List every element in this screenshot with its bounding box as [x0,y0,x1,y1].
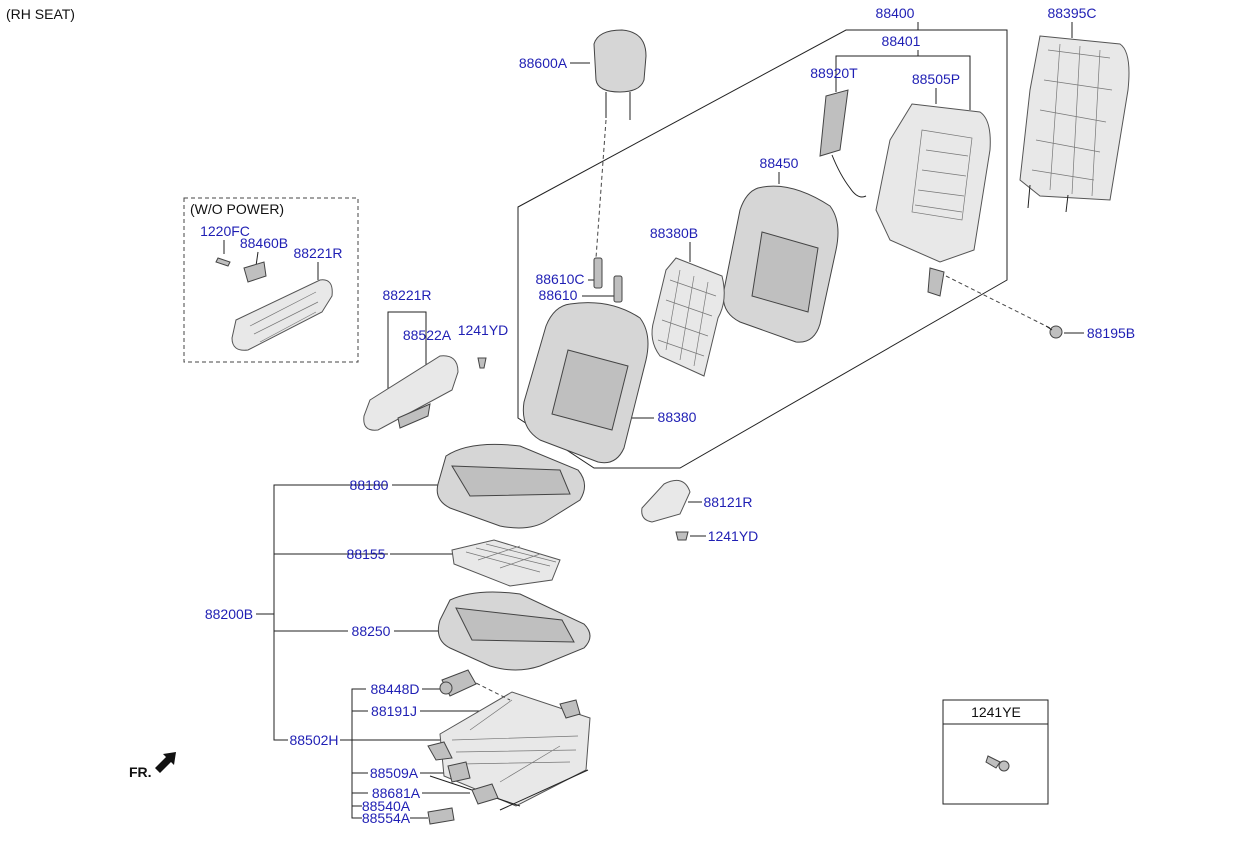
leader-88401-left [835,50,919,92]
seat-back-frame [875,103,991,297]
part-label-88200B[interactable]: 88200B [205,606,253,622]
part-label-88600A[interactable]: 88600A [519,55,568,71]
seat-back-covering [522,302,649,464]
part-label-1220FC[interactable]: 1220FC [200,223,250,239]
side-airbag-module [819,89,867,198]
part-label-88401[interactable]: 88401 [882,33,921,49]
back-heater-mat [651,257,725,377]
part-label-88920T[interactable]: 88920T [810,65,858,81]
lumbar-unit-88191J [559,699,581,719]
switch-88554A [427,807,455,825]
part-label-88221R[interactable]: 88221R [382,287,431,303]
headrest-guide-line [595,119,607,259]
part-label-88380[interactable]: 88380 [658,409,697,425]
front-direction-label: FR. [129,764,152,780]
headrest-guide-pair [593,257,623,303]
motor-88509A [447,761,471,783]
part-label-88460B[interactable]: 88460B [240,235,288,251]
part-label-88448D[interactable]: 88448D [370,681,419,697]
inset-title: (W/O POWER) [190,201,284,217]
cushion-heater-mat [451,539,561,587]
part-label-88195B[interactable]: 88195B [1087,325,1135,341]
height-motor-88448D [439,669,477,697]
cushion-pad [437,591,591,671]
part-label-88522A[interactable]: 88522A [403,327,452,343]
part-label-1241YD-b[interactable]: 1241YD [708,528,759,544]
part-label-88221R-inset[interactable]: 88221R [293,245,342,261]
part-label-88502H[interactable]: 88502H [289,732,338,748]
legend-box-part-number: 1241YE [971,704,1021,720]
bracket-88502H [351,688,366,819]
part-label-88450[interactable]: 88450 [760,155,799,171]
part-label-88610C[interactable]: 88610C [535,271,584,287]
part-label-88191J[interactable]: 88191J [371,703,417,719]
seat-back-pad [722,185,839,343]
part-label-88681A[interactable]: 88681A [372,785,421,801]
part-label-88509A[interactable]: 88509A [370,765,419,781]
part-label-88395C[interactable]: 88395C [1047,5,1096,21]
part-label-88121R[interactable]: 88121R [703,494,752,510]
side-shield [363,355,459,431]
side-cover-88121R [641,479,691,523]
part-label-88505P[interactable]: 88505P [912,71,960,87]
screw-1241YE-icon [985,755,1010,772]
cushion-covering [436,443,585,529]
part-label-88250[interactable]: 88250 [352,623,391,639]
bolt-88195B [1045,325,1063,339]
inset-parts [215,257,333,351]
part-label-88180[interactable]: 88180 [350,477,389,493]
part-label-88380B[interactable]: 88380B [650,225,698,241]
screw-1241YD-b [675,531,689,541]
part-label-88400[interactable]: 88400 [876,5,915,21]
motor-guide-line [469,679,511,701]
part-label-88610[interactable]: 88610 [539,287,578,303]
bolt-88195B-guide [945,275,1051,329]
part-label-88155[interactable]: 88155 [347,546,386,562]
part-label-1241YD-a[interactable]: 1241YD [458,322,509,338]
diagram-title: (RH SEAT) [6,6,75,22]
part-label-88554A[interactable]: 88554A [362,810,411,826]
leader-88401-right [918,55,971,110]
leader-88460B [255,251,259,267]
wo-power-inset-box [183,197,359,363]
motor-88681A [471,783,499,805]
seat-back-cover-panel [1019,35,1130,213]
part-label-88540A[interactable]: 88540A [362,798,411,814]
front-arrow-icon [155,752,176,773]
headrest [593,29,647,120]
leader-88221R [387,311,427,404]
seat-track-assembly [427,691,591,811]
legend-box-1241YE [942,699,1049,805]
bracket-88200B [273,484,388,741]
screw-1241YD-a [477,357,487,369]
